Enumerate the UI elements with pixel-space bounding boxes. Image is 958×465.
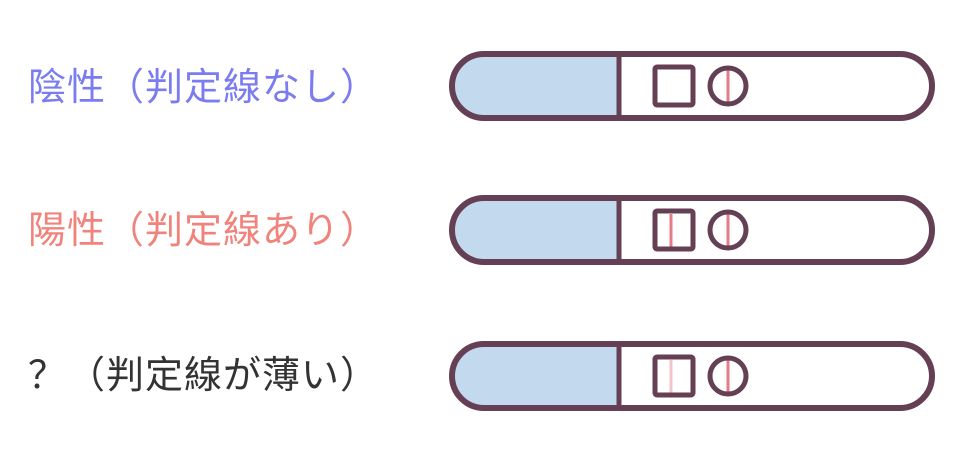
strip-body [449, 51, 935, 121]
absorbent-tip [452, 344, 618, 408]
absorbent-tip [452, 54, 618, 118]
strip-body [449, 195, 935, 265]
control-window [707, 65, 749, 107]
result-window [652, 354, 696, 398]
test-strip-positive [449, 195, 935, 265]
control-window [707, 355, 749, 397]
control-window [707, 209, 749, 251]
test-strip-faint [449, 341, 935, 411]
result-window [652, 208, 696, 252]
strip-body [449, 341, 935, 411]
label-positive: 陽性（判定線あり） [28, 208, 380, 252]
absorbent-tip [452, 198, 618, 262]
result-window [652, 64, 696, 108]
test-strip-negative [449, 51, 935, 121]
label-negative: 陰性（判定線なし） [28, 65, 380, 109]
label-faint: ？（判定線が薄い） [28, 353, 380, 397]
